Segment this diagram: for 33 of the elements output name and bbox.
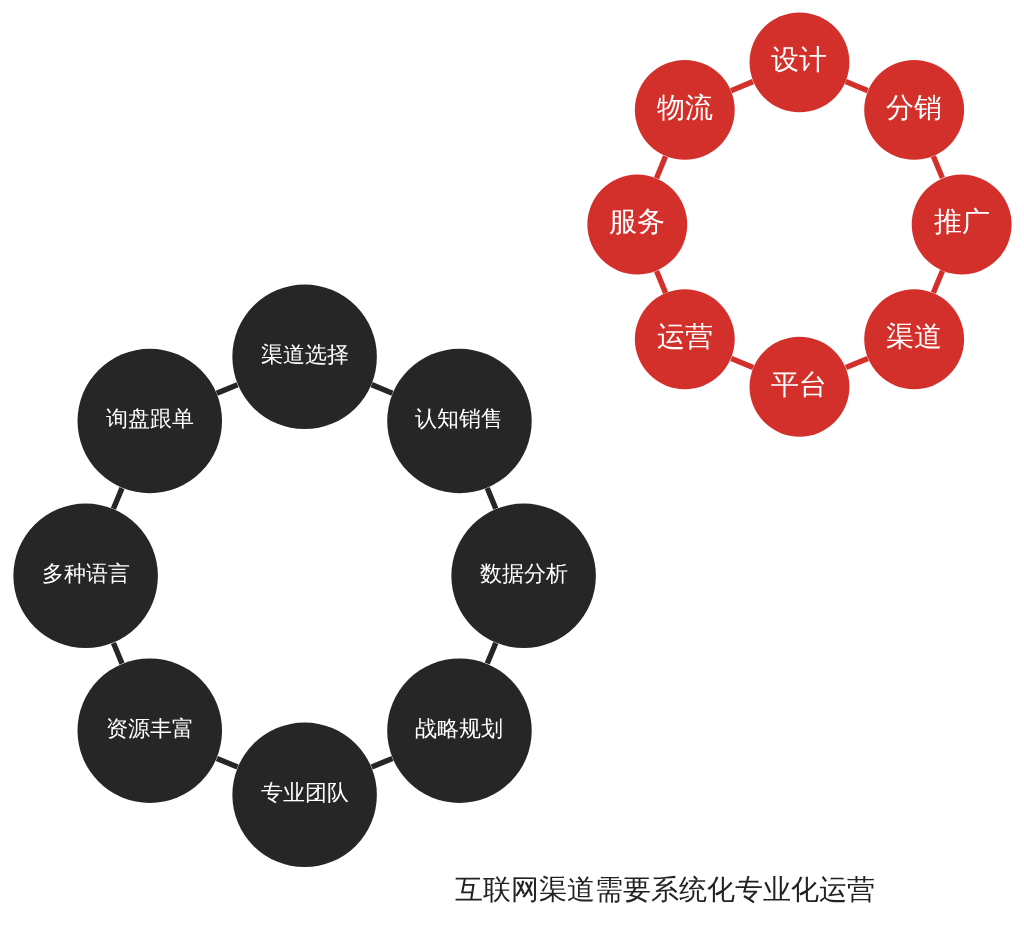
node-circle: 多种语言 [12,503,158,649]
connector [110,487,124,510]
connector [844,79,869,94]
connector [215,382,239,396]
connector [729,355,754,371]
connector [729,79,754,94]
connector [930,155,945,180]
node-circle: 平台 [749,336,849,437]
node-circle: 认知销售 [386,348,532,494]
connector [484,486,498,510]
connector [653,270,668,294]
connector [844,355,869,370]
connector [653,155,668,180]
connector [370,755,393,770]
node-circle: 数据分析 [450,503,596,649]
node-circle: 资源丰富 [77,658,222,803]
node-circle: 运营 [634,289,735,390]
node-circle: 推广 [911,174,1012,275]
connector [110,641,125,665]
connector [370,382,393,396]
label: 互联网渠道需要系统化专业化运营 [454,873,875,907]
node-circle: 渠道 [863,289,964,390]
connector [930,269,945,294]
node-circle: 服务 [586,174,687,275]
node-circle: 询盘跟单 [77,348,222,494]
node-circle: 设计 [749,12,849,113]
connector [215,755,239,770]
connector [484,641,498,665]
node-circle: 物流 [634,59,735,160]
node-circle: 渠道选择 [231,284,377,430]
node-circle: 专业团队 [231,722,377,868]
node-circle: 分销 [863,59,964,160]
node-circle: 战略规划 [386,658,532,803]
